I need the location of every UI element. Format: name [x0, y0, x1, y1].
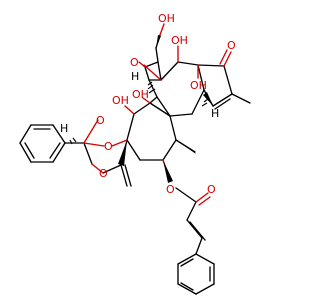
bond — [180, 258, 194, 267]
bond — [91, 163, 104, 174]
bond — [186, 219, 203, 239]
bond — [148, 79, 158, 98]
atom-label-o: O — [166, 183, 175, 196]
bond — [49, 142, 61, 159]
bond — [195, 283, 215, 295]
bond — [198, 196, 211, 206]
bond — [177, 61, 199, 66]
atom-label-h: H — [60, 122, 68, 135]
wedge-bond — [176, 140, 196, 154]
bond — [195, 192, 209, 203]
bond — [223, 51, 232, 67]
atom-label-o: O — [99, 167, 108, 180]
bond — [133, 102, 151, 115]
bond — [19, 124, 32, 144]
bond — [52, 124, 66, 144]
atom-label-oh: OH — [112, 94, 129, 107]
atom-label-oh: OH — [158, 12, 175, 25]
atom-labels: OH OH OH OH OH O O O O O O O H H H — [60, 12, 236, 196]
bond — [19, 142, 32, 163]
bond — [83, 142, 93, 165]
bond — [212, 93, 233, 107]
atom-label-oh: OH — [171, 34, 188, 47]
atom-label-o: O — [207, 183, 216, 196]
bond — [189, 221, 206, 241]
bond — [195, 237, 203, 255]
molecule-drawing: OH OH OH OH OH O O O O O O O H H H — [19, 12, 251, 295]
bond — [142, 97, 151, 104]
bond — [157, 61, 162, 81]
atom-label-o: O — [104, 140, 113, 153]
bond — [143, 64, 162, 81]
bond — [155, 47, 159, 63]
wedge-bond — [118, 140, 127, 166]
atom-label-o: O — [130, 56, 139, 69]
bond — [223, 65, 233, 95]
wedge-bond — [163, 160, 173, 183]
bond — [169, 115, 177, 141]
bond — [162, 139, 177, 161]
bond — [83, 142, 105, 147]
bond — [149, 102, 171, 117]
atom-label-o: O — [96, 114, 105, 127]
bond — [197, 64, 205, 91]
hashed-bond — [203, 98, 209, 103]
wedge-bond — [156, 35, 161, 48]
bond — [186, 201, 197, 221]
bond — [169, 113, 193, 117]
bond — [126, 113, 135, 141]
hashed-bond — [72, 137, 77, 143]
bond — [124, 105, 135, 115]
bond — [160, 61, 179, 81]
bond — [177, 253, 197, 265]
bond — [180, 282, 194, 291]
structure-figure: OH OH OH OH OH O O O O O O O H H H — [19, 12, 251, 295]
atom-label-oh: OH — [190, 79, 207, 92]
atom-label-h: H — [131, 70, 139, 83]
bond — [24, 142, 35, 159]
atom-label-oh: OH — [132, 88, 149, 101]
hashed-bond — [201, 102, 208, 107]
bond — [175, 187, 197, 203]
bond — [111, 139, 128, 147]
bonds — [19, 34, 251, 295]
atom-label-h: H — [211, 107, 219, 120]
bond — [159, 23, 165, 36]
bond — [52, 142, 66, 163]
bond — [126, 139, 141, 161]
bond — [138, 61, 146, 68]
bond — [144, 61, 159, 68]
hashed-bond — [69, 139, 73, 145]
hashed-bond — [147, 84, 154, 90]
atom-label-o: O — [227, 39, 236, 52]
bond — [83, 119, 99, 144]
bond — [219, 49, 228, 65]
bond — [214, 98, 231, 110]
bond — [191, 89, 205, 115]
bond — [177, 283, 197, 295]
bond — [197, 64, 225, 67]
bond — [156, 96, 171, 117]
bond — [149, 96, 158, 104]
bond — [231, 93, 251, 104]
hashed-bond — [147, 81, 153, 86]
bond — [120, 164, 128, 187]
bond — [124, 164, 132, 187]
bond — [102, 164, 122, 174]
bond — [144, 66, 150, 81]
bond — [195, 253, 215, 265]
hashed-bond — [148, 88, 156, 94]
stereo-bonds — [69, 35, 213, 183]
